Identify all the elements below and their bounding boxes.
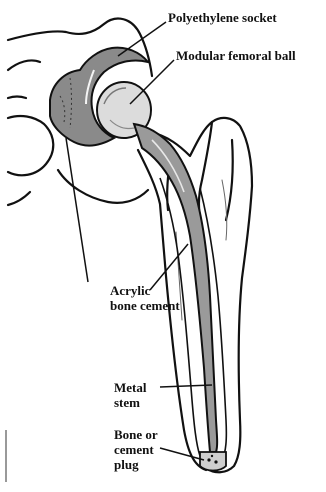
leader-socket [118,22,166,56]
label-polyethylene-socket: Polyethylene socket [168,10,277,25]
label-ball-text: Modular femoral ball [176,48,296,63]
label-plug-line3: plug [114,457,158,472]
label-cement-line1: Acrylic [110,283,180,298]
label-metal-stem: Metal stem [114,380,146,410]
label-modular-femoral-ball: Modular femoral ball [176,48,296,63]
label-bone-cement-plug: Bone or cement plug [114,427,158,472]
bone-cement-plug [200,452,226,471]
label-acrylic-bone-cement: Acrylic bone cement [110,283,180,313]
label-socket-text: Polyethylene socket [168,10,277,25]
label-plug-line1: Bone or [114,427,158,442]
leader-ball [130,60,174,104]
label-cement-line2: bone cement [110,298,180,313]
leader-plug [160,448,204,460]
label-stem-line2: stem [114,395,146,410]
leader-cement-2 [66,138,88,282]
label-stem-line1: Metal [114,380,146,395]
label-plug-line2: cement [114,442,158,457]
